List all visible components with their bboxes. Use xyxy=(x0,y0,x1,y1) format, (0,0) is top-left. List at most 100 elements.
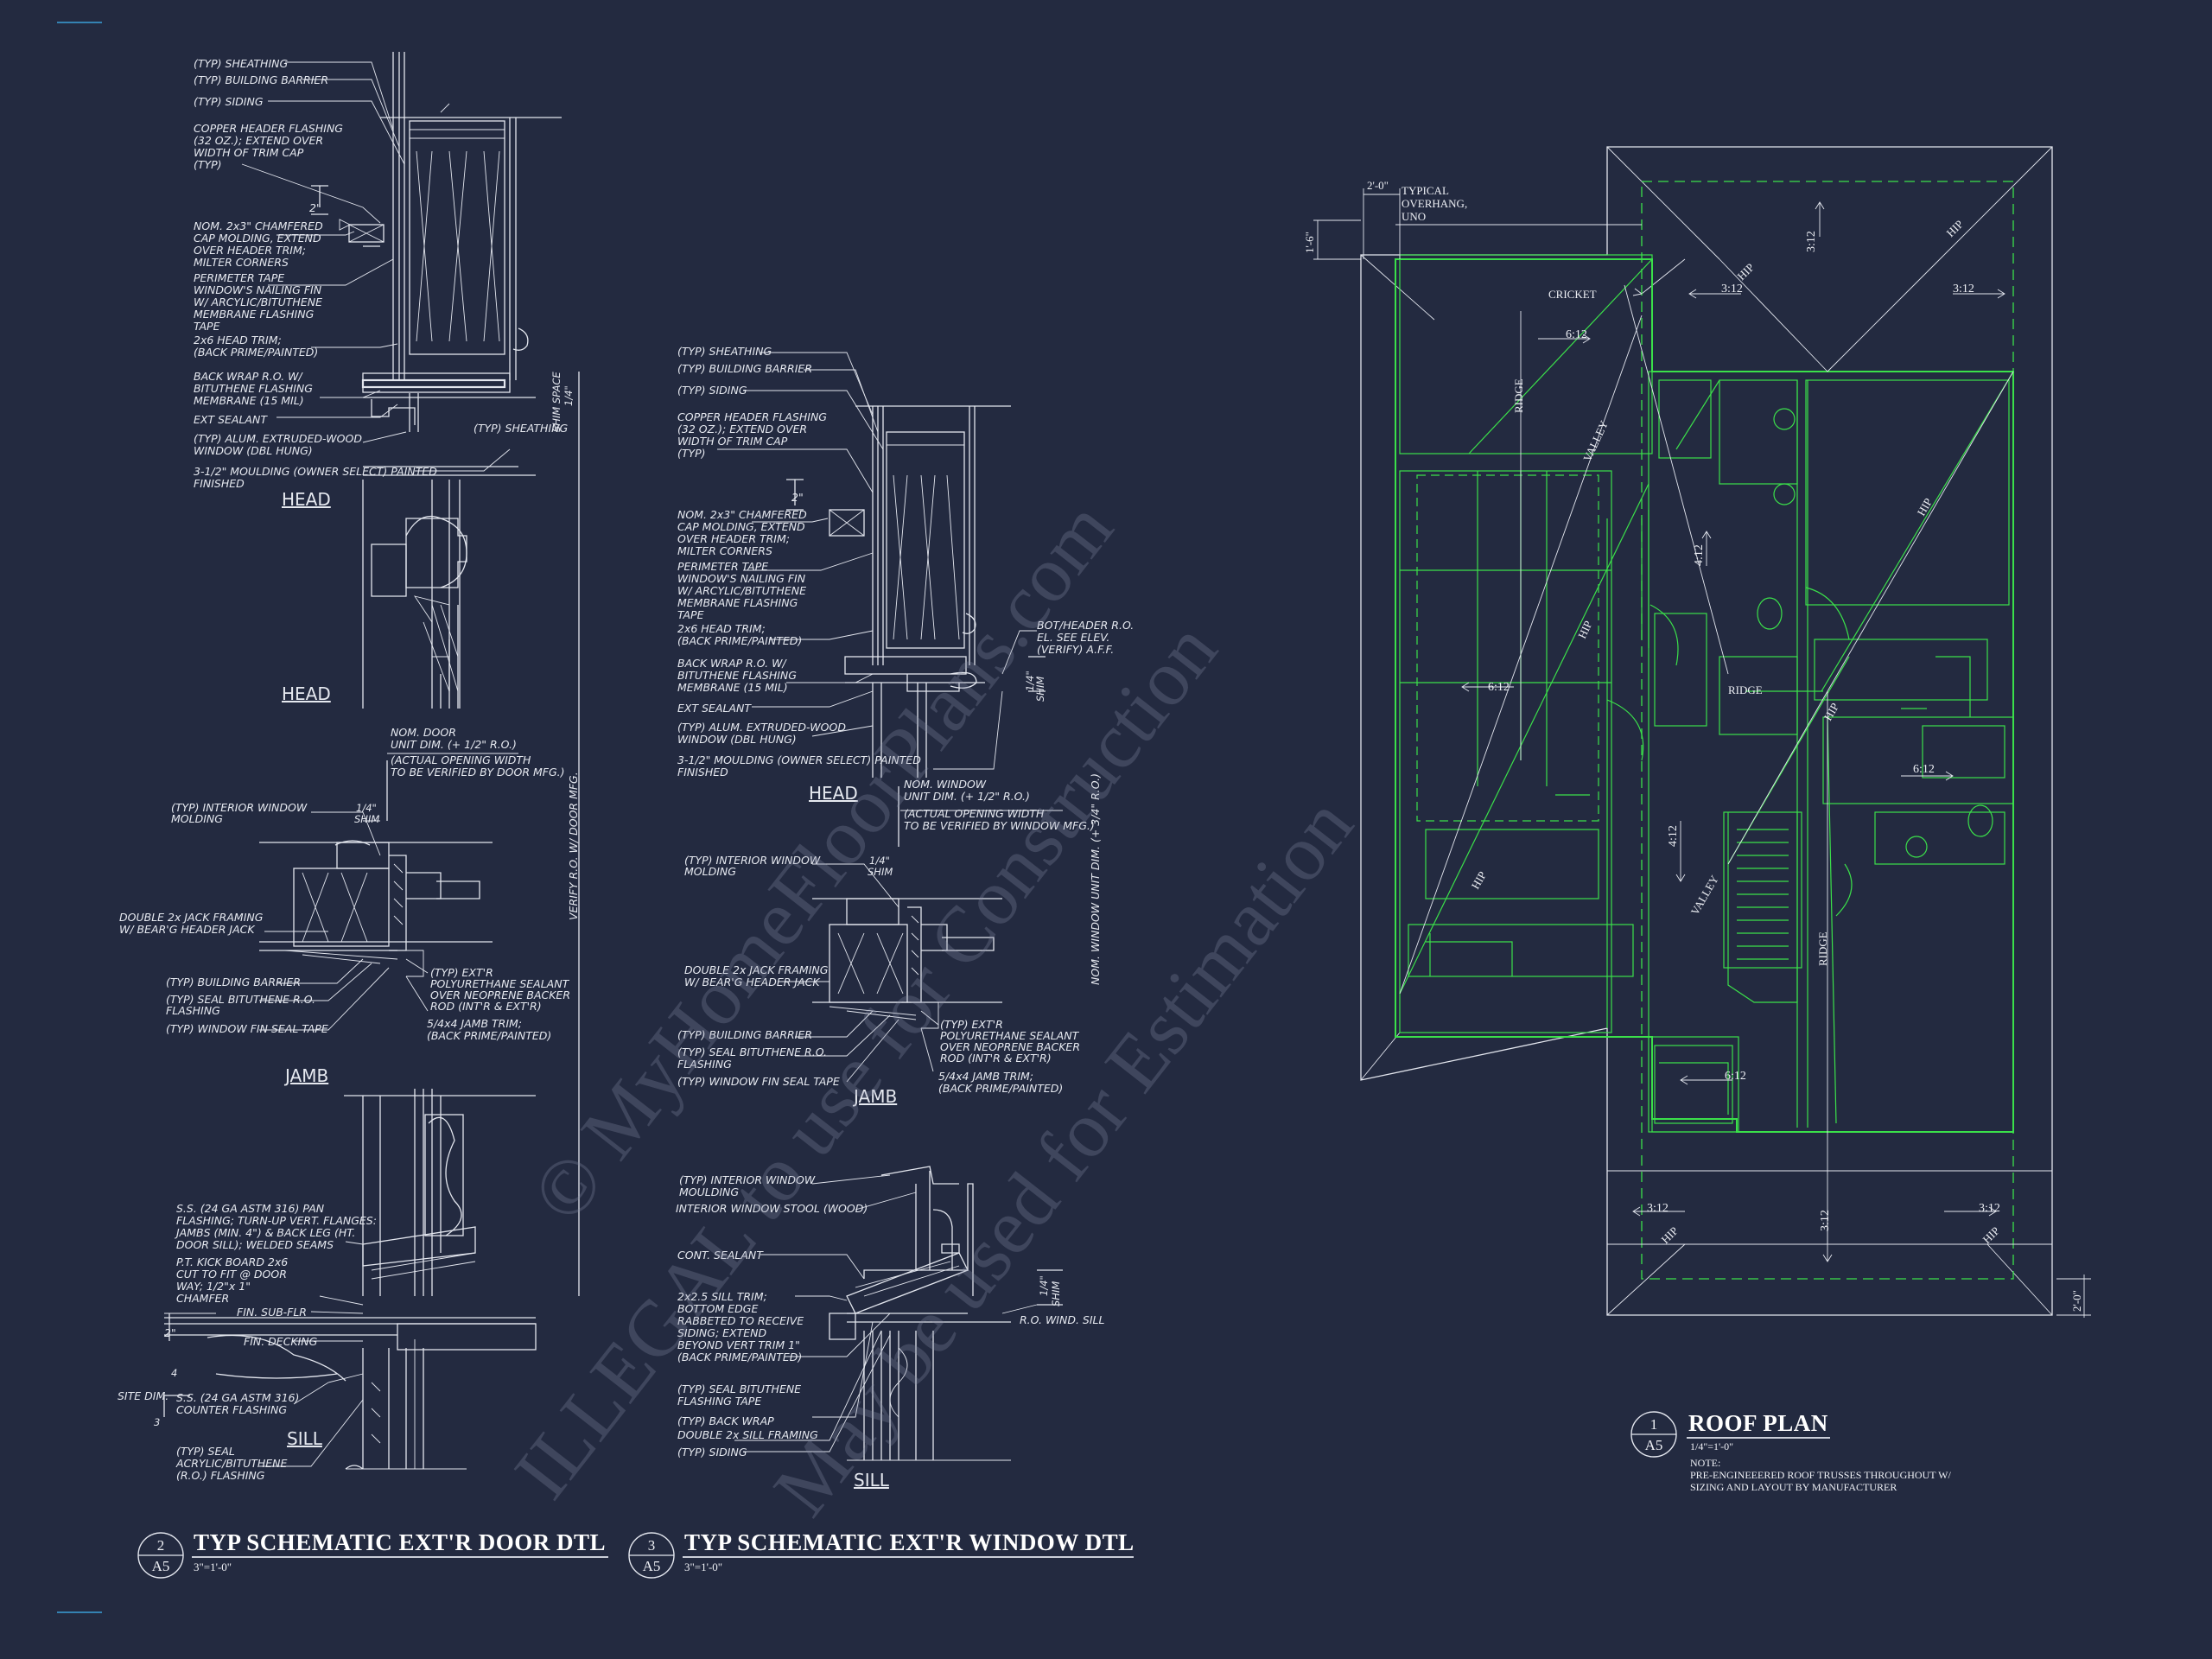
window-head-label: HEAD xyxy=(809,783,858,804)
drawing-line xyxy=(1675,379,1720,450)
door-sill-text: S.S. (24 GA ASTM 316) PAN FLASHING; TURN… xyxy=(118,1202,377,1482)
door_detail-sill_notes-11: S.S. (24 GA ASTM 316) xyxy=(176,1391,299,1404)
window_detail-head_notes-18: BACK WRAP R.O. W/ xyxy=(677,657,787,670)
window_detail-bot_header-0: BOT/HEADER R.O. xyxy=(1037,619,1134,632)
drawing-line xyxy=(752,518,829,523)
titles-roof-note-1: PRE-ENGINEEERED ROOF TRUSSES THROUGHOUT … xyxy=(1690,1469,1951,1481)
drawing-line xyxy=(405,518,467,588)
drawing-line xyxy=(302,872,368,943)
roof_plan-slope_6_12: 6:12 xyxy=(1725,1070,1746,1083)
roof_plan-slope_3_12: 3:12 xyxy=(1721,283,1743,296)
titles-roof-scale: 1/4"=1'-0" xyxy=(1690,1440,1733,1452)
drawing-line xyxy=(1399,315,1643,995)
door_detail-jamb_notes_right-1: POLYURETHANE SEALANT xyxy=(430,977,570,990)
door_detail-head_notes-21: EXT SEALANT xyxy=(194,413,268,426)
roof_plan-slope_3_12: 3:12 xyxy=(1805,231,1818,252)
drawing-line xyxy=(812,1321,874,1418)
door-jamb-label: JAMB xyxy=(283,1065,328,1086)
window_detail-head_notes-8: CAP MOLDING, EXTEND xyxy=(677,520,805,533)
roof_plan-overhang_note-0: TYPICAL xyxy=(1402,184,1449,197)
drawing-line xyxy=(1701,531,1712,566)
window_detail-jamb_notes_right-4: 5/4x4 JAMB TRIM; xyxy=(938,1070,1033,1083)
drawing-line xyxy=(786,673,874,683)
drawing-line xyxy=(397,1323,537,1351)
window_detail-sill_notes-5: BOTTOM EDGE xyxy=(677,1302,758,1315)
window_detail-sill_notes-9: (BACK PRIME/PAINTED) xyxy=(677,1351,802,1363)
window_detail-jamb_notes_left-3: W/ BEAR'G HEADER JACK xyxy=(684,976,821,988)
drawing-line xyxy=(259,967,390,1031)
window_detail-sill_notes-4: 2x2.5 SILL TRIM; xyxy=(677,1290,767,1303)
window-sill-label: SILL xyxy=(854,1470,890,1491)
door_detail-jamb_notes_right-0: (TYP) EXT'R xyxy=(430,966,493,979)
window_detail-jamb_notes_right-1: POLYURETHANE SEALANT xyxy=(940,1029,1080,1042)
roof_plan-slope_3_12: 3:12 xyxy=(1953,283,1974,296)
title-door: 2 A5 TYP SCHEMATIC EXT'R DOOR DTL 3"=1'-… xyxy=(137,1529,608,1579)
door_detail-actual_opening-1: TO BE VERIFIED BY DOOR MFG.) xyxy=(391,766,565,779)
drawing-line xyxy=(1727,690,1828,865)
drawing-line xyxy=(743,1334,891,1452)
window_detail-shim_dim-1: SHIM xyxy=(1034,677,1046,702)
drawing-line xyxy=(855,1192,917,1211)
window_detail-sill_notes-10: (TYP) SEAL BITUTHENE xyxy=(677,1382,801,1395)
drawing-line xyxy=(436,880,480,899)
window_detail-head_notes-15: TAPE xyxy=(677,608,704,621)
roof-upper-left-box xyxy=(1399,254,1653,454)
door_detail-head_notes-22: (TYP) ALUM. EXTRUDED-WOOD xyxy=(194,432,362,445)
drawing-line xyxy=(846,898,899,925)
door_detail-head_notes-23: WINDOW (DBL HUNG) xyxy=(194,444,313,457)
door_detail-sill_dim_2: 2" xyxy=(164,1326,176,1339)
drawing-line xyxy=(1416,474,1599,822)
drawing-line xyxy=(1675,821,1686,882)
door_detail-sill_notes-7: CHAMFER xyxy=(176,1292,229,1305)
drawing-line xyxy=(837,932,904,995)
drawing-line xyxy=(893,474,960,640)
door_detail-sill_notes-14: ACRYLIC/BITUTHENE xyxy=(175,1457,288,1470)
drawing-line xyxy=(1821,371,2014,692)
door_detail-head_notes-9: OVER HEADER TRIM; xyxy=(194,244,306,257)
drawing-line xyxy=(863,1183,974,1296)
door_detail-head_notes-6: (TYP) xyxy=(194,158,222,171)
window-vert-dim-text: NOM. WINDOW UNIT DIM. (+ 3/4" R.O.) xyxy=(1089,773,1102,985)
title-roof: 1 A5 ROOF PLAN 1/4"=1'-0" NOTE: PRE-ENGI… xyxy=(1630,1410,1951,1493)
door_detail-sill_notes-13: (TYP) SEAL xyxy=(176,1445,235,1458)
roof_plan-slope_3_12: 3:12 xyxy=(1647,1202,1669,1215)
window_detail-sill_notes-8: BEYOND VERT TRIM 1" xyxy=(677,1338,800,1351)
drawing-line xyxy=(319,1295,364,1306)
drawing-line xyxy=(284,950,398,964)
window_detail-head_notes-17: (BACK PRIME/PAINTED) xyxy=(677,634,802,647)
door_detail-jamb_shim-1: SHIM xyxy=(354,813,379,825)
roof_plan-dim_1_6: 1'-6" xyxy=(1303,232,1316,253)
window-jamb-text: (TYP) INTERIOR WINDOW MOLDING DOUBLE 2x … xyxy=(677,854,1080,1107)
roof_plan-ridge: RIDGE xyxy=(1728,683,1763,696)
drawing-line xyxy=(285,61,394,130)
titles-roof-sheet: A5 xyxy=(1645,1437,1663,1453)
window_detail-head_notes-5: WIDTH OF TRIM CAP xyxy=(677,435,788,448)
drawing-line xyxy=(424,1114,464,1236)
door_detail-head_notes-13: W/ ARCYLIC/BITUTHENE xyxy=(194,296,322,308)
drawing-line xyxy=(1822,1218,1833,1262)
window-head-leaders xyxy=(717,352,1037,770)
drawing-line xyxy=(1425,829,1599,899)
drawing-line xyxy=(786,1313,891,1357)
window-detail: (TYP) SHEATHING (TYP) BUILDING BARRIER (… xyxy=(676,345,1134,1491)
titles-window-scale: 3"=1'-0" xyxy=(684,1560,722,1573)
drawing-line xyxy=(1827,271,1928,372)
door_detail-head_notes-5: WIDTH OF TRIM CAP xyxy=(194,146,304,159)
door_detail-head_notes-4: (32 OZ.); EXTEND OVER xyxy=(194,134,323,147)
drawing-line xyxy=(413,595,450,658)
door_detail-typ_sheathing: (TYP) SHEATHING xyxy=(474,422,568,435)
titles-door-num: 2 xyxy=(157,1537,165,1554)
roof-plan-title: ROOF PLAN xyxy=(1688,1410,1828,1436)
door_detail-head_notes-20: MEMBRANE (15 MIL) xyxy=(194,394,304,407)
drawing-line xyxy=(512,327,529,351)
door-sill-leaders xyxy=(163,1241,364,1467)
drawing-line xyxy=(1408,924,1634,977)
door_detail-sill_notes-12: COUNTER FLASHING xyxy=(176,1403,287,1416)
door_detail-sill_notes-10: SITE DIM. xyxy=(118,1389,168,1402)
drawing-line xyxy=(1944,1206,1997,1217)
window_detail-jamb_notes_right-5: (BACK PRIME/PAINTED) xyxy=(938,1082,1063,1095)
door-verify-ro-text: VERIFY R.O. W/ DOOR MFG. xyxy=(567,772,580,920)
door_detail-jamb_notes_left-5: (TYP) SEAL BITUTHENE R.O. xyxy=(166,993,315,1006)
